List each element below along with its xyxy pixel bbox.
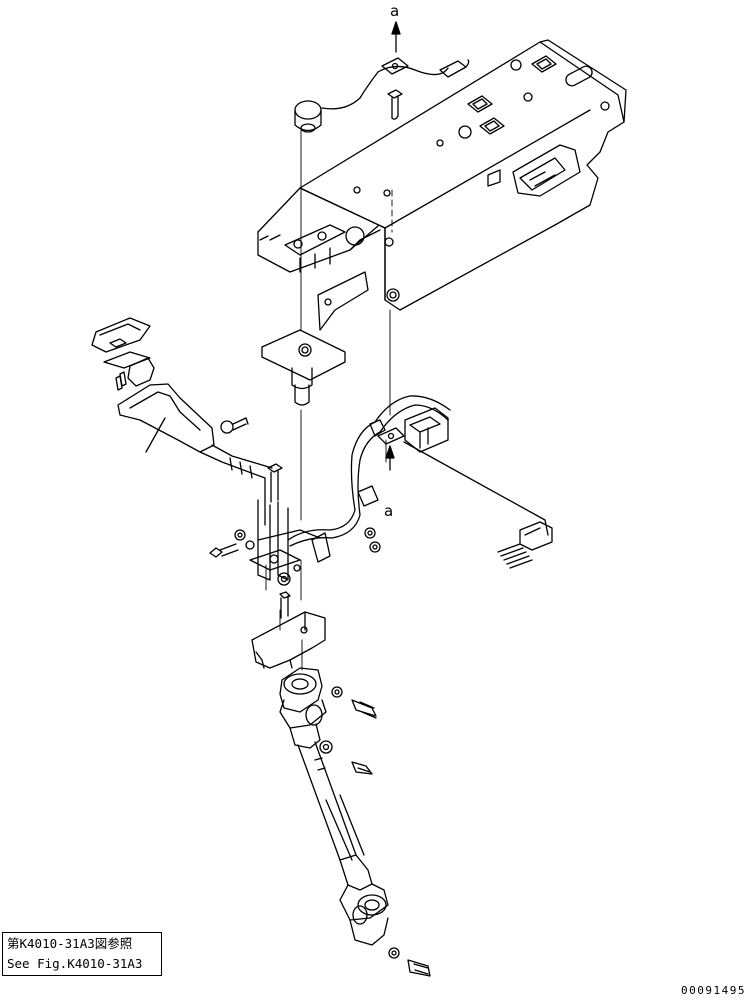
lever-knob-parts bbox=[91, 317, 155, 391]
u-bracket bbox=[251, 611, 326, 669]
pivot-bracket bbox=[209, 463, 381, 619]
figure-number: 00091495 bbox=[681, 984, 746, 997]
callout-a-mid: a bbox=[384, 502, 393, 520]
pivot-plate-assembly bbox=[261, 329, 346, 406]
reference-note-english: See Fig.K4010-31A3 bbox=[7, 956, 143, 971]
callout-a-top: a bbox=[390, 2, 399, 20]
wire-harness bbox=[287, 395, 553, 569]
main-frame-bracket bbox=[257, 39, 627, 331]
reference-note-japanese: 第K4010-31A3図参照 bbox=[7, 936, 133, 951]
reference-note-box: 第K4010-31A3図参照 See Fig.K4010-31A3 bbox=[2, 932, 162, 976]
steering-shaft bbox=[279, 667, 431, 977]
control-lever bbox=[117, 383, 273, 526]
top-sensor-assembly bbox=[294, 21, 470, 133]
assembly-guide-lines bbox=[265, 129, 393, 671]
